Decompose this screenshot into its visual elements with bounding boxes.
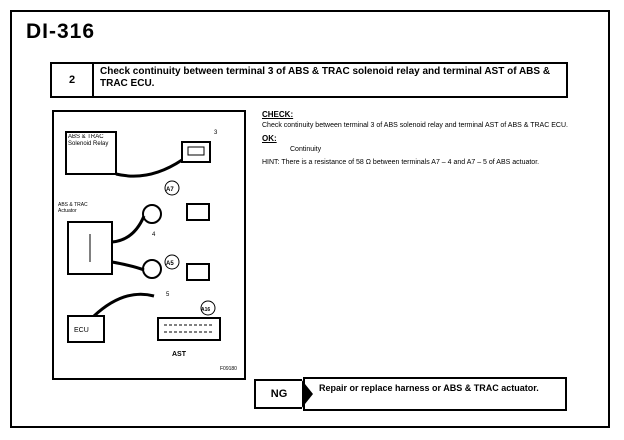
figure-code: F09180 [220, 366, 237, 372]
step-box: 2 Check continuity between terminal 3 of… [50, 62, 568, 98]
relay-label-wrap: ABS & TRAC Solenoid Relay [68, 134, 109, 147]
callout-a5 [164, 254, 180, 270]
relay-box [65, 131, 117, 175]
step-title: Check continuity between terminal 3 of A… [100, 66, 551, 89]
ecu-label: ECU [74, 327, 89, 334]
ok-heading: OK: [262, 134, 277, 143]
connector-d [186, 263, 210, 281]
relay-label: ABS & TRAC Solenoid Relay [68, 134, 109, 147]
check-text: Check continuity between terminal 3 of A… [262, 122, 568, 129]
ecu-connector [157, 317, 221, 341]
wiring-diagram: ABS & TRAC Solenoid Relay 3 A7 ABS & TRA… [52, 110, 246, 380]
svg-text:4: 4 [152, 232, 156, 238]
svg-text:A5: A5 [166, 261, 174, 267]
connector-b [186, 203, 210, 221]
callout-a7 [164, 180, 180, 196]
step-number: 2 [52, 64, 94, 96]
pin-3-label: 3 [214, 130, 218, 136]
ast-label: AST [172, 351, 187, 358]
hint-text: HINT: There is a resistance of 58 Ω betw… [262, 159, 540, 166]
connector-c [142, 259, 162, 279]
svg-text:5: 5 [166, 292, 170, 298]
svg-text:A7: A7 [166, 187, 174, 193]
relay-connector [181, 141, 211, 163]
harness-1 [115, 158, 183, 178]
ok-value: Continuity [290, 146, 322, 153]
ng-action: Repair or replace harness or ABS & TRAC … [303, 377, 567, 411]
check-heading: CHECK: [262, 110, 294, 119]
ng-tag: NG [254, 379, 302, 409]
harness-2 [92, 292, 155, 318]
svg-text:A16: A16 [201, 307, 210, 313]
actuator-label: ABS & TRAC Actuator [58, 202, 88, 214]
check-procedure: CHECK: Check continuity between terminal… [262, 110, 582, 171]
ecu-box [67, 315, 105, 343]
callout-a16 [200, 300, 216, 316]
page-frame [10, 10, 610, 428]
ng-row: NG Repair or replace harness or ABS & TR… [254, 376, 567, 412]
connector-a [142, 204, 162, 224]
diagram-svg: ABS & TRAC Solenoid Relay 3 A7 ABS & TRA… [58, 130, 237, 372]
page-id: DI-316 [26, 20, 96, 43]
